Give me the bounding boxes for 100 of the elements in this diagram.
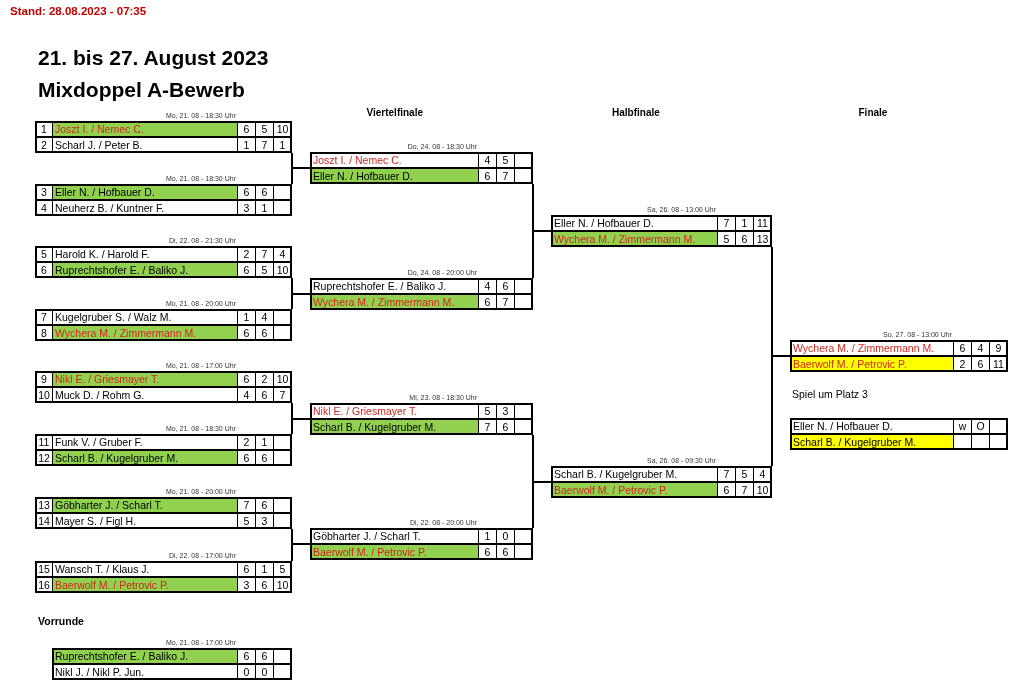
match-card: [35, 174, 292, 216]
set-score: 7: [255, 138, 273, 152]
team-row: [52, 664, 292, 680]
set-score: 1: [237, 310, 255, 324]
set-score: 10: [273, 372, 291, 386]
set-score: 5: [237, 514, 255, 528]
team-row: [52, 648, 292, 664]
team-row: [35, 246, 292, 262]
match-card: [551, 205, 772, 247]
round-heading: Vorrunde: [38, 615, 84, 627]
team-name: Wansch T. / Klaus J.: [52, 562, 237, 576]
set-score: 6: [237, 326, 255, 340]
match-card: [551, 456, 772, 498]
seed-number: 7: [40, 310, 48, 324]
set-score: 13: [753, 232, 771, 246]
match-card: [35, 361, 292, 403]
set-score: 2: [953, 357, 971, 371]
team-name: Baerwolf M. / Petrovic P.: [311, 545, 478, 559]
team-row: [35, 325, 292, 341]
set-score: 6: [255, 451, 273, 465]
match-card: [310, 268, 533, 310]
set-score: 4: [753, 467, 771, 481]
set-score: 9: [989, 341, 1007, 355]
set-score: 3: [496, 404, 514, 418]
set-score: 5: [255, 122, 273, 136]
set-score: 6: [478, 295, 496, 309]
team-name: Scharl B. / Kugelgruber M.: [52, 451, 237, 465]
set-score: 4: [478, 279, 496, 293]
set-score: 6: [478, 545, 496, 559]
team-row: [790, 356, 1008, 372]
set-score: 4: [237, 388, 255, 402]
seed-number: 2: [40, 138, 48, 152]
set-score: 7: [273, 388, 291, 402]
team-name: Joszt I. / Nemec C.: [52, 122, 237, 136]
set-score: 3: [255, 514, 273, 528]
set-score: 6: [237, 451, 255, 465]
seed-number: 15: [37, 562, 51, 576]
set-score: 7: [255, 247, 273, 261]
team-row: [35, 387, 292, 403]
team-row: [310, 278, 533, 294]
set-score: 6: [478, 169, 496, 183]
team-row: [551, 231, 772, 247]
team-name: Harold K. / Harold F.: [52, 247, 237, 261]
set-score: 10: [273, 122, 291, 136]
set-score: 5: [496, 153, 514, 167]
team-name: Ruprechtshofer E. / Baliko J.: [312, 279, 448, 293]
bracket-line: [291, 293, 311, 310]
team-row: [35, 450, 292, 466]
team-row: [310, 544, 533, 560]
set-score: 6: [237, 372, 255, 386]
team-name: Nikl J. / Nikl P. Jun.: [54, 665, 146, 679]
seed-number: 12: [37, 451, 51, 465]
team-row: [310, 294, 533, 310]
set-score: 6: [237, 649, 255, 663]
set-score: 7: [496, 169, 514, 183]
team-name: Mayer S. / Figl H.: [52, 514, 237, 528]
team-row: [310, 152, 533, 168]
team-row: [35, 184, 292, 200]
set-score: 6: [496, 279, 514, 293]
seed-number: 4: [40, 201, 48, 215]
set-score: 1: [255, 201, 273, 215]
set-score: 5: [478, 404, 496, 418]
team-name: Nikl E. / Griesmayer T.: [312, 404, 419, 418]
team-name: Kugelgruber S. / Walz M.: [52, 310, 237, 324]
team-name: Baerwolf M. / Petrovic P.: [552, 483, 717, 497]
team-row: [35, 262, 292, 278]
match-heading: Spiel um Platz 3: [792, 388, 868, 400]
team-row: [35, 200, 292, 216]
set-score: 6: [237, 263, 255, 277]
match-card: [35, 236, 292, 278]
round-heading: Finale: [858, 107, 888, 118]
match-card: [310, 393, 533, 435]
set-score: 3: [237, 578, 255, 592]
set-score: 10: [273, 263, 291, 277]
team-name: Scharl B. / Kugelgruber M.: [553, 467, 679, 481]
team-name: Eller N. / Hofbauer D.: [52, 185, 237, 199]
set-score: 0: [255, 665, 273, 679]
team-row: [310, 528, 533, 544]
set-score: 6: [237, 562, 255, 576]
set-score: 5: [717, 232, 735, 246]
team-name: Joszt I. / Nemec C.: [312, 153, 403, 167]
seed-number: 8: [40, 326, 48, 340]
team-name: Baerwolf M. / Petrovic P.: [791, 357, 953, 371]
set-score: 0: [496, 529, 514, 543]
bracket-line: [291, 167, 311, 185]
team-row: [310, 419, 533, 435]
bracket-line: [291, 418, 311, 435]
set-score: 7: [717, 216, 735, 230]
team-name: Funk V. / Gruber F.: [52, 435, 237, 449]
team-name: Nikl E. / Griesmayer T.: [52, 372, 237, 386]
match-card: [35, 299, 292, 341]
match-card: [35, 487, 292, 529]
seed-number: 5: [40, 247, 48, 261]
team-name: Ruprechtshofer E. / Baliko J.: [52, 263, 237, 277]
page-title: 21. bis 27. August 2023 Mixdoppel A-Bewerb: [38, 45, 270, 103]
seed-number: 16: [37, 578, 51, 592]
set-score: 6: [735, 232, 753, 246]
team-row: [310, 403, 533, 419]
team-name: Göbharter J. / Scharl T.: [312, 529, 422, 543]
match-card: [35, 551, 292, 593]
